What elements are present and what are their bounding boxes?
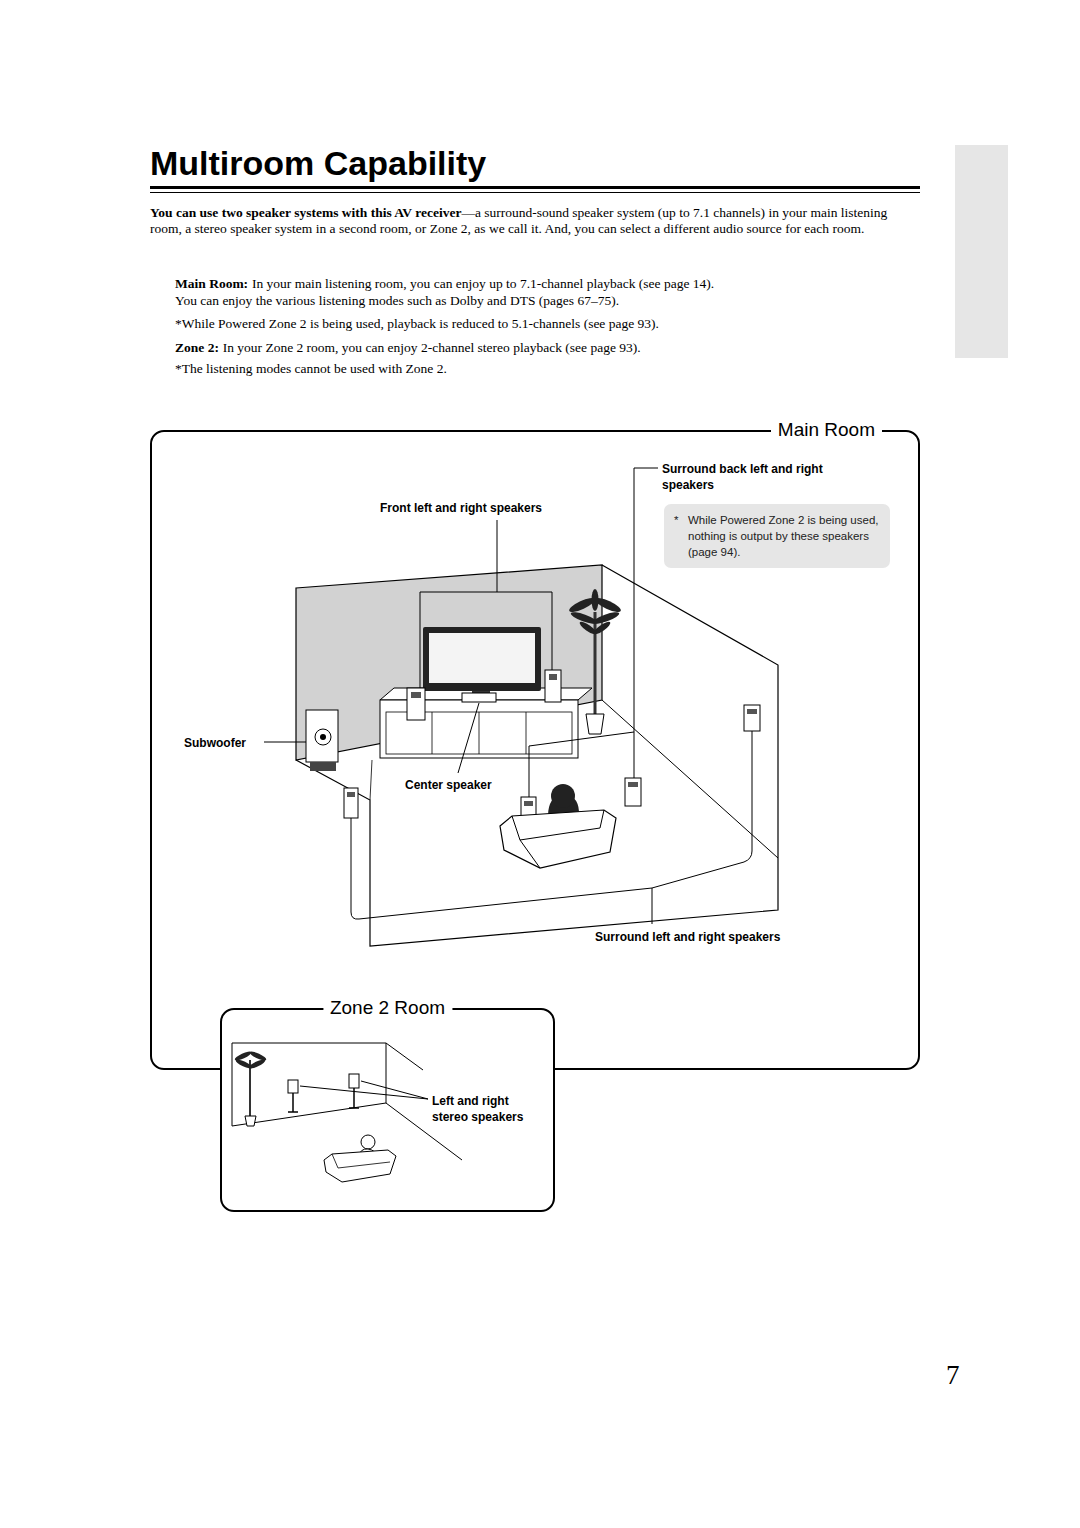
lead-text: Main Room:: [175, 276, 248, 291]
body-paragraph: *The listening modes cannot be used with…: [175, 361, 920, 377]
panel-heading: Zone 2 Room: [323, 996, 452, 1020]
body-text: *The listening modes cannot be used with…: [175, 361, 447, 376]
speaker-label: Center speaker: [405, 777, 520, 793]
body-text: *While Powered Zone 2 is being used, pla…: [175, 316, 659, 331]
main-room-panel: Main Room*While Powered Zone 2 is being …: [150, 430, 920, 1070]
body-paragraph: Zone 2: In your Zone 2 room, you can enjo…: [175, 340, 920, 356]
speaker-label: Front left and right speakers: [380, 500, 600, 516]
body-paragraph: *While Powered Zone 2 is being used, pla…: [175, 316, 920, 332]
body-text: In your Zone 2 room, you can enjoy 2-cha…: [223, 340, 641, 355]
body-text: In your main listening room, you can enj…: [252, 276, 714, 291]
body-paragraph: You can use two speaker systems with thi…: [150, 205, 920, 237]
speaker-label: Subwoofer: [184, 735, 264, 751]
lead-text: Zone 2:: [175, 340, 219, 355]
note-box: * While Powered Zone 2 is being used, not…: [664, 504, 890, 568]
body-paragraph: You can enjoy the various listening mode…: [175, 293, 920, 309]
body-paragraph: Main Room: In your main listening room, y…: [175, 276, 920, 292]
body-text: You can enjoy the various listening mode…: [175, 293, 619, 308]
panel-heading: Main Room: [771, 418, 882, 442]
speaker-label: Left and right stereo speakers: [432, 1093, 544, 1125]
note-marker: *: [674, 512, 678, 528]
note-text: While Powered Zone 2 is being used, noth…: [688, 512, 882, 560]
speaker-label: Surround left and right speakers: [595, 929, 835, 945]
lead-text: You can use two speaker systems with thi…: [150, 205, 461, 220]
page-title: Multiroom Capability: [150, 142, 486, 184]
speaker-label: Surround back left and right speakers: [662, 461, 872, 493]
page-number: 7: [946, 1360, 976, 1390]
